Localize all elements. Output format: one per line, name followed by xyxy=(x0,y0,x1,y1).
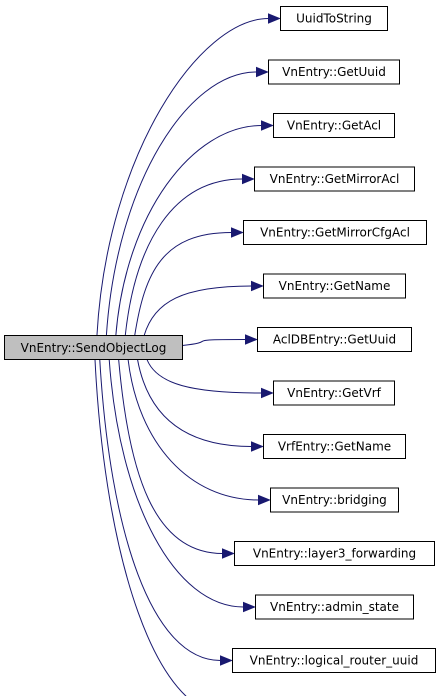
callee-node-box xyxy=(268,59,400,85)
root-node[interactable]: VnEntry::SendObjectLog xyxy=(4,335,183,360)
callee-node-label: VnEntry::bridging xyxy=(282,493,387,507)
callee-node[interactable]: VnEntry::GetVrf xyxy=(273,380,395,406)
callee-node-label: VnEntry::GetName xyxy=(279,279,391,293)
call-edge xyxy=(137,359,252,447)
call-edge-arrowhead xyxy=(268,13,281,24)
callee-node-box xyxy=(263,434,406,459)
call-edge-arrowhead xyxy=(231,227,244,238)
callee-node[interactable]: VnEntry::admin_state xyxy=(255,594,414,620)
callee-node[interactable]: VnEntry::GetUuid xyxy=(268,59,400,85)
callee-node-box xyxy=(263,273,406,299)
callee-node-label: VnEntry::GetAcl xyxy=(287,119,381,133)
call-edge-arrowhead xyxy=(258,494,271,506)
graph-nodes: VnEntry::SendObjectLog UuidToStringVnEnt… xyxy=(4,6,436,673)
call-edge xyxy=(94,359,187,696)
call-edge xyxy=(99,359,221,661)
callee-node-box xyxy=(257,327,412,352)
callee-node-label: VnEntry::layer3_forwarding xyxy=(253,547,416,561)
call-edge xyxy=(96,18,269,336)
callee-node[interactable]: VnEntry::GetMirrorAcl xyxy=(254,166,415,192)
call-edge xyxy=(146,359,262,394)
callee-node-label: UuidToString xyxy=(296,12,372,26)
callee-node-box xyxy=(243,220,427,245)
call-edge-arrowhead xyxy=(261,387,274,399)
call-edge-arrowhead xyxy=(243,601,256,613)
callee-node-box xyxy=(270,487,399,513)
callee-node[interactable]: VnEntry::logical_router_uuid xyxy=(232,648,436,673)
call-edge xyxy=(134,232,232,336)
callee-node-label: VnEntry::GetUuid xyxy=(282,65,386,79)
root-node-label: VnEntry::SendObjectLog xyxy=(21,341,167,355)
call-edge xyxy=(105,71,257,336)
callee-node[interactable]: UuidToString xyxy=(280,6,388,31)
call-edge-arrowhead xyxy=(256,66,269,78)
root-node-box xyxy=(4,335,183,360)
call-edge-arrowhead xyxy=(245,334,258,345)
call-edge-arrowhead xyxy=(220,655,233,666)
callee-node-box xyxy=(254,166,415,192)
call-edge xyxy=(115,125,262,336)
callee-node-label: AclDBEntry::GetUuid xyxy=(273,333,396,347)
call-edge xyxy=(143,285,252,336)
callee-node[interactable]: VrfEntry::GetName xyxy=(263,434,406,459)
callee-node-box xyxy=(232,648,436,673)
call-edge-arrowhead xyxy=(251,280,264,292)
callee-node[interactable]: AclDBEntry::GetUuid xyxy=(257,327,412,352)
callee-node-box xyxy=(273,113,395,138)
call-edge xyxy=(118,359,223,554)
call-edges xyxy=(94,13,281,696)
callee-node[interactable]: VnEntry::GetAcl xyxy=(273,113,395,138)
callee-node-box xyxy=(234,541,435,566)
call-edge-arrowhead xyxy=(261,120,274,131)
callee-node[interactable]: VnEntry::layer3_forwarding xyxy=(234,541,435,566)
callee-node-label: VrfEntry::GetName xyxy=(278,440,391,454)
callee-node-box xyxy=(280,6,388,31)
callee-node[interactable]: VnEntry::GetName xyxy=(263,273,406,299)
callee-node[interactable]: VnEntry::bridging xyxy=(270,487,399,513)
callee-node[interactable]: VnEntry::GetMirrorCfgAcl xyxy=(243,220,427,245)
callee-node-label: VnEntry::logical_router_uuid xyxy=(250,654,419,668)
call-edge xyxy=(124,178,243,336)
call-edge-arrowhead xyxy=(242,173,255,185)
callee-node-label: VnEntry::admin_state xyxy=(270,600,399,614)
callee-node-label: VnEntry::GetMirrorCfgAcl xyxy=(260,226,410,240)
call-edge-arrowhead xyxy=(251,441,264,452)
call-edge xyxy=(182,339,246,346)
call-edge xyxy=(108,359,244,608)
callee-node-label: VnEntry::GetVrf xyxy=(287,386,381,400)
callee-node-box xyxy=(273,380,395,406)
callee-node-label: VnEntry::GetMirrorAcl xyxy=(270,172,400,186)
callee-node-box xyxy=(255,594,414,620)
call-edge xyxy=(127,359,259,501)
call-edge-arrowhead xyxy=(222,548,235,559)
